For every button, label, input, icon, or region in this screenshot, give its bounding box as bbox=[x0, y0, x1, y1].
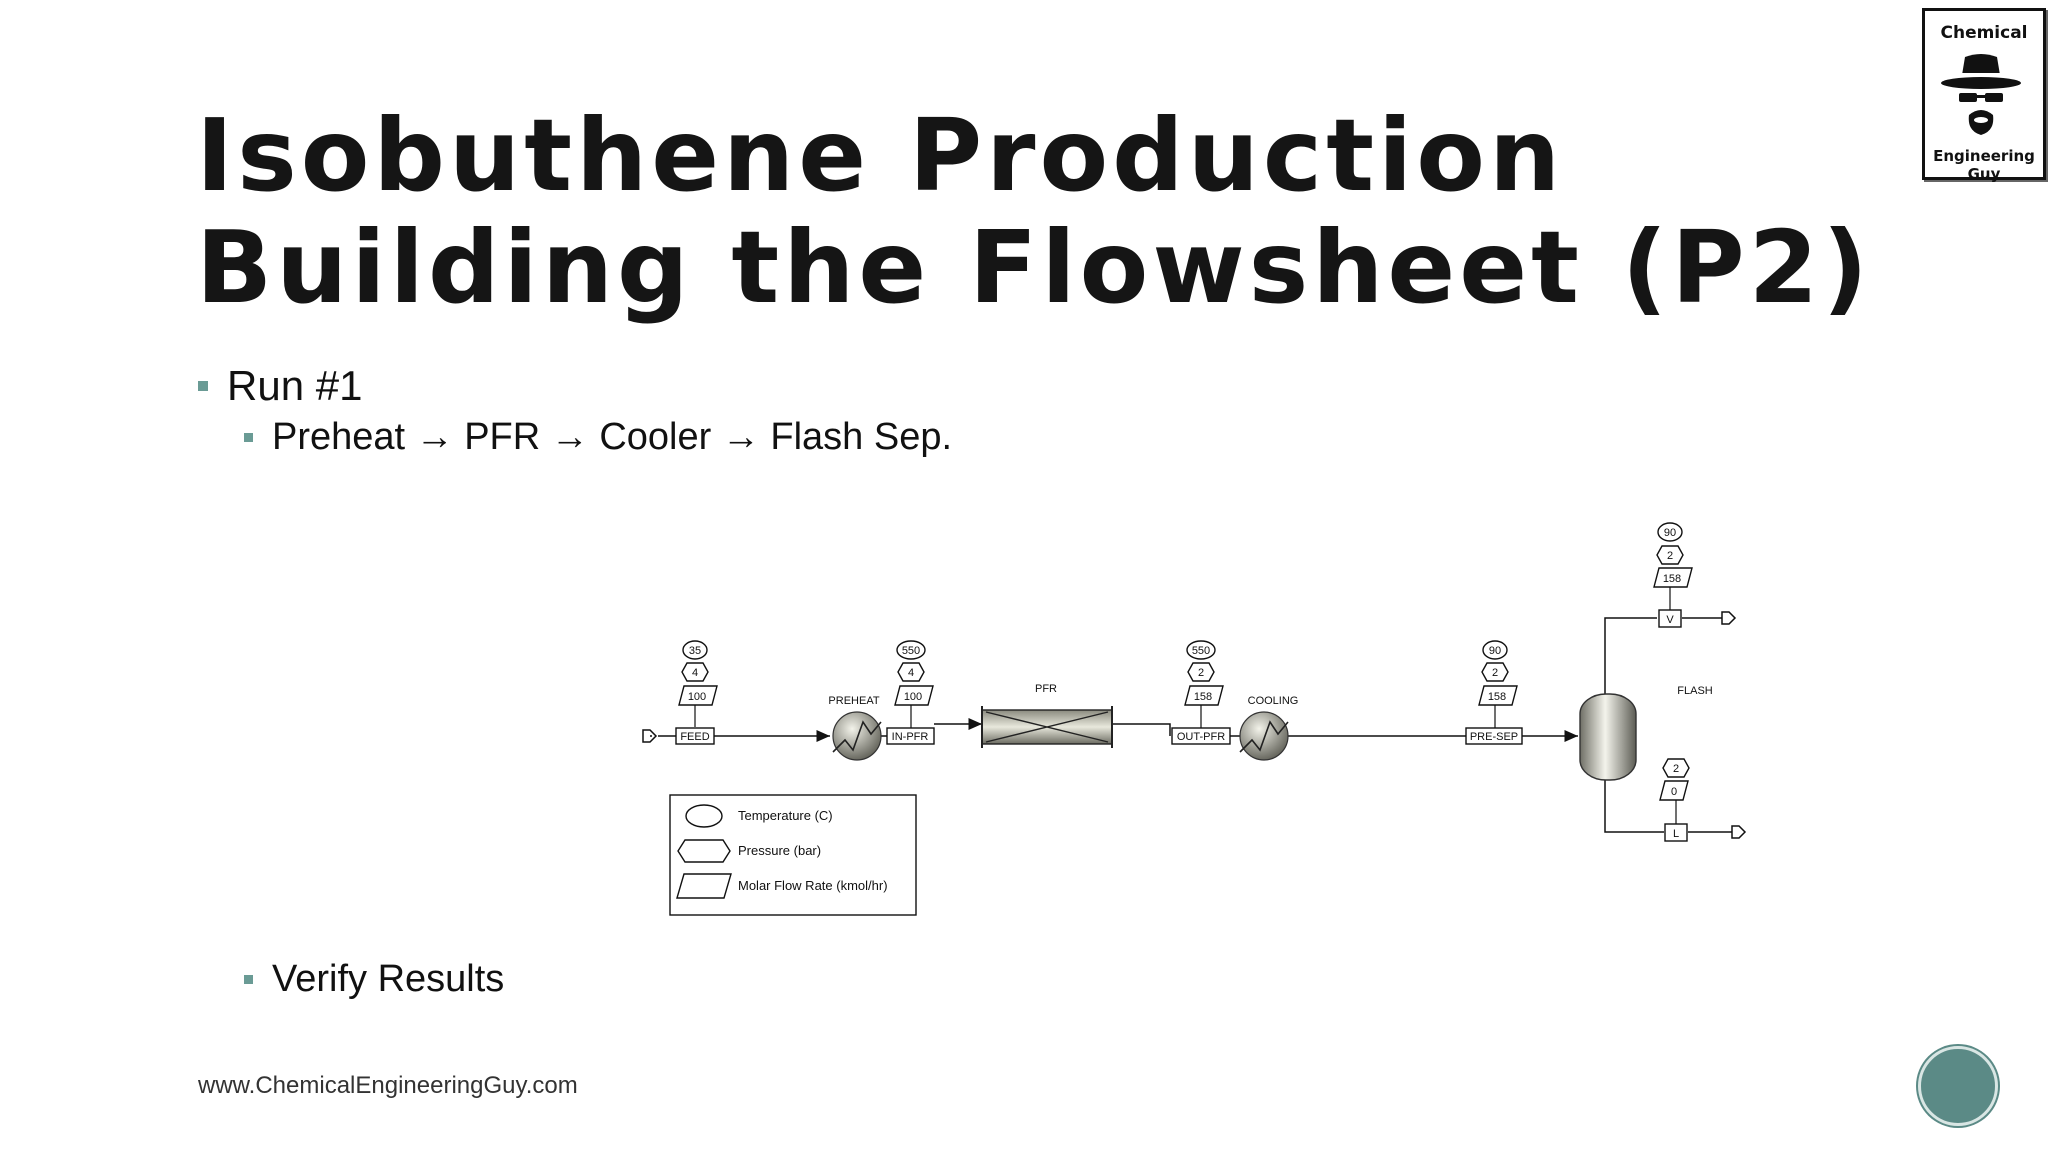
svg-text:100: 100 bbox=[688, 691, 706, 703]
stream-liquid: 2 0 L bbox=[1659, 758, 1690, 842]
svg-text:35: 35 bbox=[689, 645, 701, 657]
stream-vapor: 90 2 158 V bbox=[1653, 522, 1693, 628]
svg-text:2: 2 bbox=[1667, 550, 1673, 562]
navigation-circle-button[interactable] bbox=[1918, 1046, 1998, 1126]
svg-text:FEED: FEED bbox=[680, 731, 709, 743]
bullet-verify-text: Verify Results bbox=[272, 958, 505, 1000]
svg-text:COOLING: COOLING bbox=[1248, 695, 1299, 707]
unit-preheat: PREHEAT bbox=[828, 695, 882, 761]
svg-text:550: 550 bbox=[902, 645, 920, 657]
unit-pfr: PFR bbox=[981, 683, 1113, 748]
flow-symbol bbox=[676, 873, 732, 899]
svg-text:100: 100 bbox=[904, 691, 922, 703]
svg-text:2: 2 bbox=[1673, 763, 1679, 775]
svg-text:158: 158 bbox=[1194, 691, 1212, 703]
bullet-sequence: Preheat → PFR → Cooler → Flash Sep. bbox=[244, 416, 952, 459]
svg-text:PFR: PFR bbox=[1035, 683, 1057, 695]
svg-text:0: 0 bbox=[1671, 786, 1677, 798]
svg-text:90: 90 bbox=[1489, 645, 1501, 657]
flowsheet-legend: Temperature (C) Pressure (bar) Molar Flo… bbox=[669, 794, 917, 916]
stream-lines bbox=[642, 611, 1747, 839]
bullet-sequence-text: Preheat → PFR → Cooler → Flash Sep. bbox=[272, 416, 953, 458]
unit-flash: FLASH bbox=[1579, 685, 1713, 781]
svg-text:OUT-PFR: OUT-PFR bbox=[1177, 731, 1225, 743]
liquid-outlet-arrow bbox=[1731, 825, 1747, 839]
stream-out-pfr: 550 2 158 OUT-PFR bbox=[1171, 640, 1231, 745]
bullet-marker bbox=[244, 433, 253, 442]
svg-text:550: 550 bbox=[1192, 645, 1210, 657]
svg-text:158: 158 bbox=[1663, 573, 1681, 585]
legend-temperature: Temperature (C) bbox=[738, 808, 833, 823]
bullet-run-text: Run #1 bbox=[227, 362, 363, 409]
stream-in-pfr: 550 4 100 IN-PFR bbox=[886, 640, 935, 745]
bullet-verify: Verify Results bbox=[244, 958, 504, 1001]
temperature-symbol bbox=[685, 804, 723, 828]
svg-text:V: V bbox=[1666, 614, 1674, 626]
stream-feed: 35 4 100 FEED bbox=[675, 640, 718, 745]
svg-text:4: 4 bbox=[692, 667, 698, 679]
channel-logo: Chemical Engineering Guy bbox=[1922, 8, 2046, 183]
bullet-marker bbox=[244, 975, 253, 984]
vapor-outlet-arrow bbox=[1721, 611, 1737, 625]
logo-line-1: Chemical bbox=[1940, 23, 2028, 43]
slide-title: Isobuthene Production Building the Flows… bbox=[196, 100, 1872, 324]
svg-text:2: 2 bbox=[1492, 667, 1498, 679]
logo-line-2: Engineering Guy bbox=[1933, 147, 2035, 183]
stream-pre-sep: 90 2 158 PRE-SEP bbox=[1465, 640, 1523, 745]
legend-flow: Molar Flow Rate (kmol/hr) bbox=[738, 878, 888, 893]
svg-text:IN-PFR: IN-PFR bbox=[892, 731, 929, 743]
svg-text:158: 158 bbox=[1488, 691, 1506, 703]
svg-text:FLASH: FLASH bbox=[1677, 685, 1713, 697]
bullet-run: Run #1 bbox=[198, 362, 362, 410]
svg-text:2: 2 bbox=[1198, 667, 1204, 679]
legend-pressure: Pressure (bar) bbox=[738, 843, 821, 858]
title-line-2: Building the Flowsheet (P2) bbox=[196, 209, 1872, 326]
svg-text:4: 4 bbox=[908, 667, 914, 679]
title-line-1: Isobuthene Production bbox=[196, 97, 1565, 214]
svg-text:PRE-SEP: PRE-SEP bbox=[1470, 731, 1518, 743]
bullet-marker bbox=[198, 381, 208, 391]
svg-text:PREHEAT: PREHEAT bbox=[828, 695, 879, 707]
unit-cooling: COOLING bbox=[1239, 695, 1299, 761]
pressure-symbol bbox=[677, 839, 731, 863]
svg-text:90: 90 bbox=[1664, 527, 1676, 539]
website-footer: www.ChemicalEngineeringGuy.com bbox=[198, 1072, 578, 1099]
hat-face-icon bbox=[1941, 54, 2021, 135]
svg-text:L: L bbox=[1673, 828, 1679, 840]
feed-inlet-arrow bbox=[642, 729, 658, 743]
